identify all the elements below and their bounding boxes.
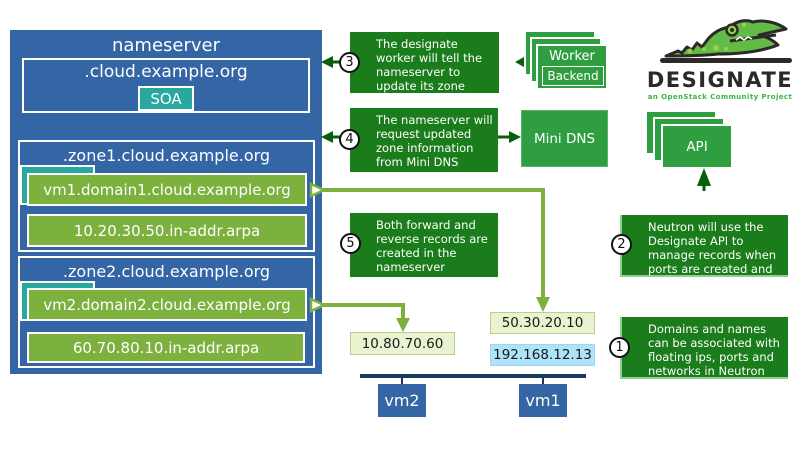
vm1-box: vm1 (519, 384, 567, 417)
arrow-vm2-record-to-ip (309, 297, 410, 332)
step-4-badge: 4 (339, 129, 360, 150)
zone1-forward-record: vm1.domain1.cloud.example.org (27, 173, 307, 206)
note-3-worker-tells-nameserver: The designate worker will tell the names… (350, 32, 499, 107)
network-segment-line (360, 374, 586, 378)
note-5-records-created: Both forward and reverse records are cre… (350, 213, 498, 277)
zone1-box: .zone1.cloud.example.org vm1.domain1.clo… (18, 140, 315, 252)
nameserver-title: nameserver (111, 35, 221, 56)
vm2-ip-label: 10.80.70.60 (350, 332, 455, 355)
vm2-network-tick (401, 378, 403, 384)
zone2-box: .zone2.cloud.example.org vm2.domain2.clo… (18, 256, 315, 368)
vm1-network-tick (542, 378, 544, 384)
root-zone-label: .cloud.example.org (84, 62, 248, 82)
zone1-reverse-record: 10.20.30.50.in-addr.arpa (27, 214, 307, 247)
soa-record-box: SOA (138, 86, 194, 111)
step-1-badge: 1 (609, 337, 630, 358)
mini-dns-box: Mini DNS (521, 110, 608, 167)
step-3-badge: 3 (339, 52, 360, 73)
backend-box: Backend (542, 66, 604, 86)
arrow-worker-to-note3 (515, 57, 524, 67)
vm1-floating-ip-label: 50.30.20.10 (490, 312, 595, 334)
api-label: API (686, 138, 708, 155)
zone2-label: .zone2.cloud.example.org (62, 262, 271, 281)
designate-logo-title: DESIGNATE (646, 68, 794, 92)
worker-label: Worker (549, 49, 595, 64)
note-2-neutron-uses-api: Neutron will use the Designate API to ma… (620, 215, 788, 290)
zone2-reverse-record: 60.70.80.10.in-addr.arpa (27, 332, 305, 363)
crocodile-icon (660, 19, 792, 63)
designate-logo-subtitle: an OpenStack Community Project (647, 93, 793, 101)
arrow-up-to-api (697, 168, 711, 191)
nameserver-container: nameserver .cloud.example.org SOA .zone1… (10, 30, 322, 374)
zone1-label: .zone1.cloud.example.org (62, 146, 271, 165)
note-1-domains-names: Domains and names can be associated with… (620, 317, 788, 379)
step-5-badge: 5 (340, 233, 361, 254)
vm1-fixed-ip-label: 192.168.12.13 (490, 344, 595, 366)
api-box: API (661, 124, 733, 169)
note-4-nameserver-requests-zone: The nameserver will request updated zone… (350, 108, 498, 172)
arrow-note4-to-minidns (498, 131, 521, 143)
worker-box: Worker Backend (536, 44, 608, 90)
step-2-badge: 2 (611, 234, 632, 255)
zone2-forward-record: vm2.domain2.cloud.example.org (27, 288, 307, 321)
vm2-box: vm2 (378, 384, 426, 417)
root-zone-box: .cloud.example.org SOA (22, 58, 310, 113)
